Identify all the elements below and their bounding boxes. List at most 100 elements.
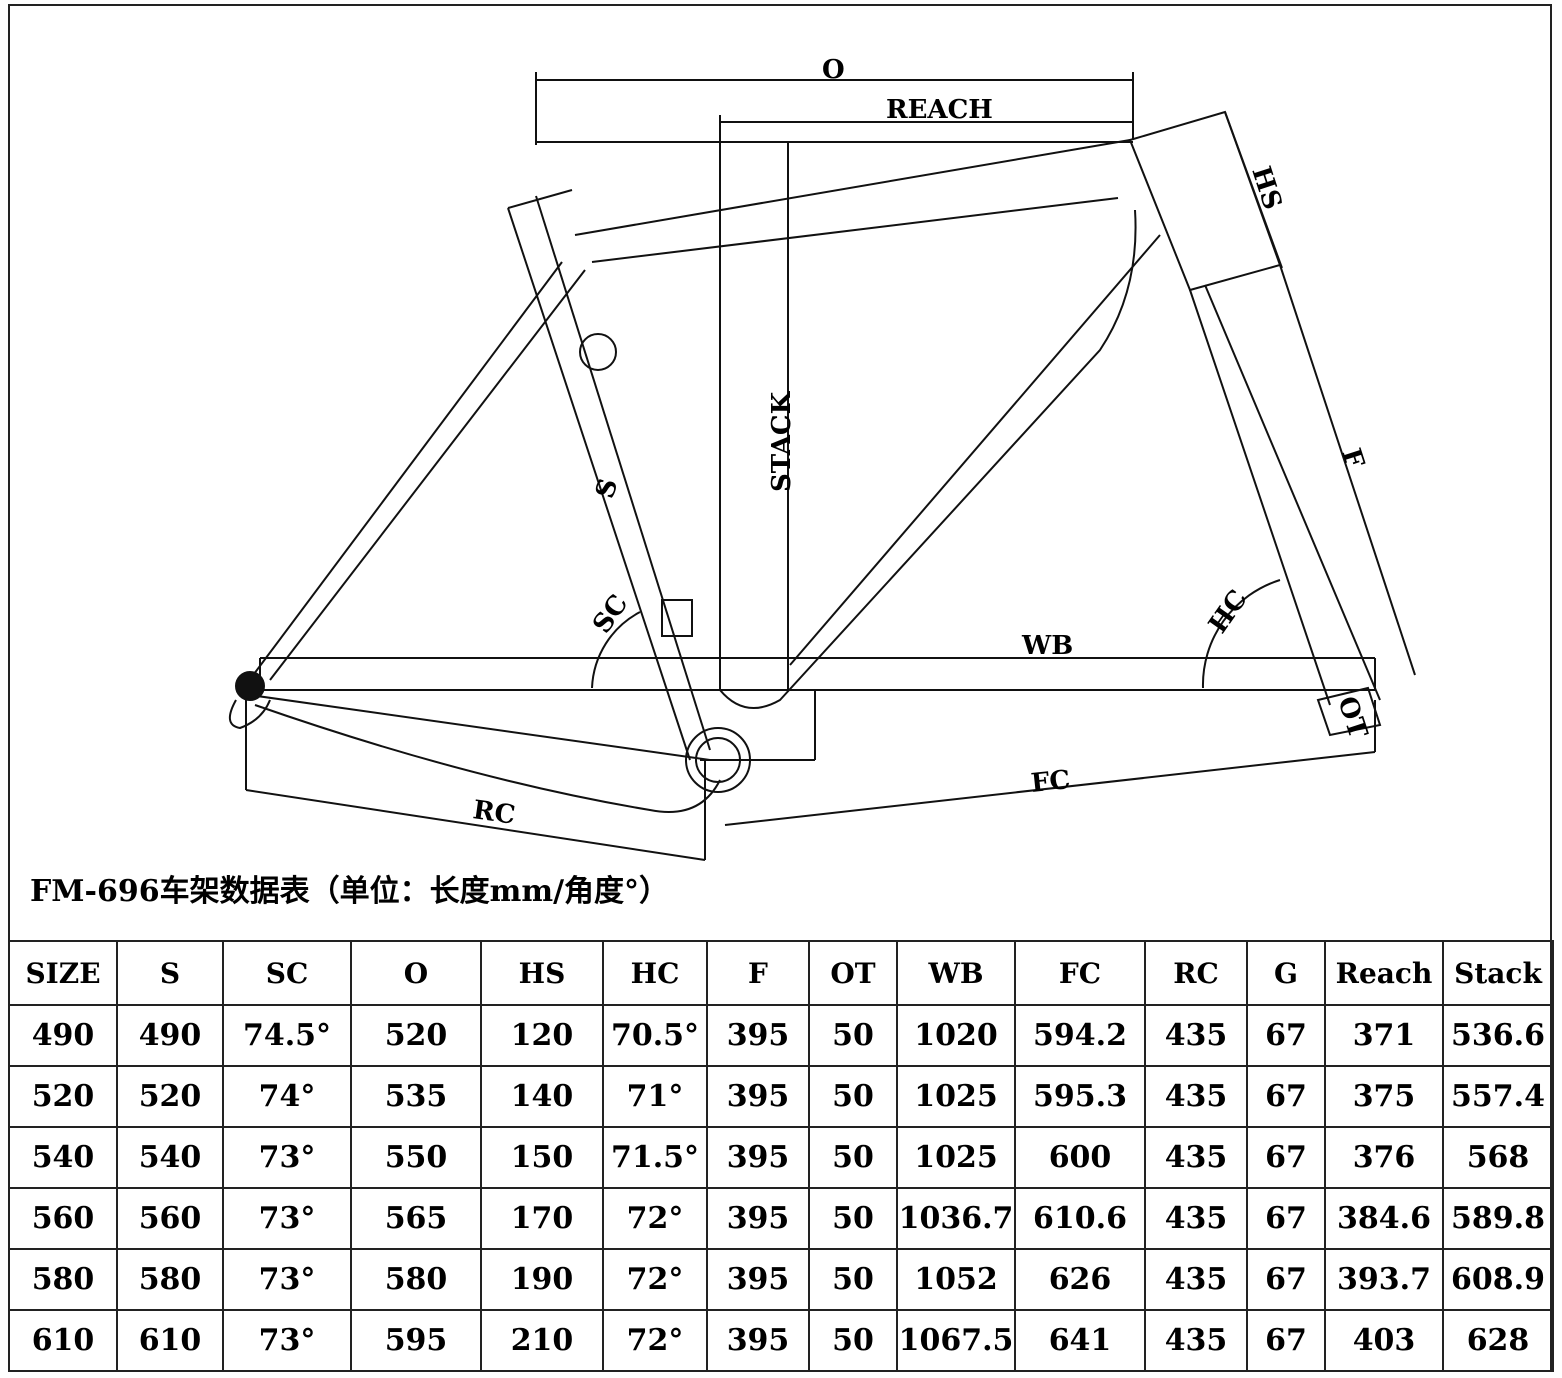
fork-rear (1204, 284, 1381, 701)
cell-g: 67 (1246, 1126, 1326, 1189)
cell-stack: 557.4 (1442, 1065, 1554, 1128)
cell-wb: 1025 (896, 1126, 1016, 1189)
cell-hc: 70.5° (602, 1004, 708, 1067)
cell-rc: 435 (1144, 1065, 1248, 1128)
cell-wb: 1052 (896, 1248, 1016, 1311)
cell-s: 540 (116, 1126, 224, 1189)
cell-fc: 610.6 (1014, 1187, 1146, 1250)
cell-s: 610 (116, 1309, 224, 1372)
cell-reach: 403 (1324, 1309, 1444, 1372)
cell-size: 520 (8, 1065, 118, 1128)
cell-stack: 589.8 (1442, 1187, 1554, 1250)
cell-ot: 50 (808, 1187, 898, 1250)
label-wb: WB (1021, 631, 1073, 661)
header-stack: Stack (1442, 940, 1554, 1006)
cell-rc: 435 (1144, 1126, 1248, 1189)
cell-o: 520 (350, 1004, 482, 1067)
cell-s: 520 (116, 1065, 224, 1128)
cell-fc: 594.2 (1014, 1004, 1146, 1067)
hs-dimension-line (1224, 111, 1283, 269)
cell-reach: 384.6 (1324, 1187, 1444, 1250)
rc-dimension-line (245, 789, 706, 861)
cell-s: 490 (116, 1004, 224, 1067)
cell-wb: 1067.5 (896, 1309, 1016, 1372)
header-reach: Reach (1324, 940, 1444, 1006)
header-o: O (350, 940, 482, 1006)
cell-reach: 375 (1324, 1065, 1444, 1128)
down-tube-lower (719, 209, 1137, 709)
cell-hs: 120 (480, 1004, 604, 1067)
header-rc: RC (1144, 940, 1248, 1006)
cell-stack: 568 (1442, 1126, 1554, 1189)
cell-size: 580 (8, 1248, 118, 1311)
header-g: G (1246, 940, 1326, 1006)
cell-rc: 435 (1144, 1309, 1248, 1372)
cell-reach: 393.7 (1324, 1248, 1444, 1311)
seat-tube-cutout (579, 333, 617, 371)
header-size: SIZE (8, 940, 118, 1006)
label-hs: HS (1245, 163, 1287, 213)
header-wb: WB (896, 940, 1016, 1006)
label-rc: RC (471, 795, 517, 831)
cell-sc: 74.5° (222, 1004, 352, 1067)
chain-stay-lower (254, 704, 721, 813)
header-hs: HS (480, 940, 604, 1006)
f-dimension-line (1279, 264, 1416, 676)
seat-stay-outer (247, 261, 563, 683)
cell-fc: 600 (1014, 1126, 1146, 1189)
cell-hc: 71° (602, 1065, 708, 1128)
fork-front (1189, 289, 1331, 706)
seat-tube-top (507, 189, 573, 209)
cell-hc: 72° (602, 1187, 708, 1250)
label-sc: SC (587, 589, 634, 639)
cell-hs: 210 (480, 1309, 604, 1372)
cell-ot: 50 (808, 1065, 898, 1128)
cell-stack: 608.9 (1442, 1248, 1554, 1311)
cell-size: 610 (8, 1309, 118, 1372)
brake-mount (661, 599, 693, 637)
cell-g: 67 (1246, 1248, 1326, 1311)
cell-hc: 72° (602, 1309, 708, 1372)
bottom-bracket-outer (685, 727, 751, 793)
cell-size: 540 (8, 1126, 118, 1189)
cell-fc: 595.3 (1014, 1065, 1146, 1128)
cell-rc: 435 (1144, 1248, 1248, 1311)
top-tube-upper (574, 139, 1131, 236)
hc-angle-arc (1201, 579, 1281, 689)
label-s: S (590, 475, 624, 502)
page-frame (8, 4, 1552, 1372)
cell-s: 580 (116, 1248, 224, 1311)
cell-ot: 50 (808, 1126, 898, 1189)
cell-fc: 641 (1014, 1309, 1146, 1372)
cell-g: 67 (1246, 1065, 1326, 1128)
top-tube-lower (591, 197, 1119, 263)
cell-wb: 1036.7 (896, 1187, 1016, 1250)
cell-wb: 1020 (896, 1004, 1016, 1067)
cell-sc: 73° (222, 1309, 352, 1372)
rear-dropout (235, 671, 265, 701)
cell-sc: 73° (222, 1248, 352, 1311)
label-reach: REACH (886, 95, 993, 125)
cell-f: 395 (706, 1126, 810, 1189)
table-header-row: SIZE S SC O HS HC F OT WB FC RC G Reach … (8, 940, 1554, 1006)
cell-sc: 73° (222, 1126, 352, 1189)
bottom-bracket-inner (695, 737, 741, 783)
cell-sc: 73° (222, 1187, 352, 1250)
cell-o: 550 (350, 1126, 482, 1189)
chain-stay-upper (249, 694, 711, 761)
cell-reach: 376 (1324, 1126, 1444, 1189)
cell-g: 67 (1246, 1004, 1326, 1067)
table-title: FM-696车架数据表（单位：长度mm/角度°） (30, 874, 670, 909)
cell-stack: 536.6 (1442, 1004, 1554, 1067)
label-ot: OT (1331, 693, 1373, 743)
cell-fc: 626 (1014, 1248, 1146, 1311)
cell-f: 395 (706, 1004, 810, 1067)
seat-stay-inner (269, 269, 586, 681)
fc-dimension-line (724, 751, 1376, 826)
header-s: S (116, 940, 224, 1006)
cell-g: 67 (1246, 1309, 1326, 1372)
